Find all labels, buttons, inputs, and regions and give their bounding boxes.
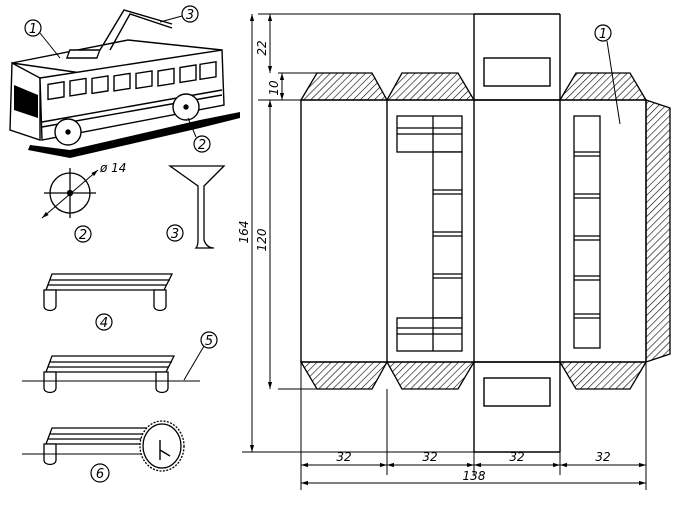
- axle-frame: [43, 273, 174, 312]
- wheel-assembly: [22, 420, 185, 472]
- dim-panel-1: 32: [336, 450, 351, 464]
- bus-wheels: [54, 93, 200, 146]
- callout-axle-rod: 5: [205, 334, 213, 349]
- dim-total-width: 138: [463, 469, 486, 483]
- dim-panel-3: 32: [509, 450, 524, 464]
- dim-body-height: 120: [255, 228, 269, 251]
- callout-bus-body: 1: [29, 22, 37, 37]
- glue-flaps: [299, 72, 671, 390]
- callout-net-body: 1: [599, 27, 607, 42]
- dimension-lines: [242, 13, 647, 490]
- callout-trolley-pole: 3: [186, 8, 194, 23]
- dim-panel-4: 32: [595, 450, 610, 464]
- dim-top-flap: 22: [255, 40, 269, 55]
- dim-glue-tab: 10: [267, 80, 281, 96]
- callout-wheel: 2: [198, 138, 206, 153]
- bus-illustration: [9, 9, 240, 158]
- net-windows: [396, 115, 601, 352]
- callout-wheel-detail: 2: [79, 228, 87, 243]
- dim-total-height: 164: [237, 221, 251, 244]
- callout-assembly: 6: [96, 467, 104, 482]
- dim-panel-2: 32: [422, 450, 437, 464]
- pole-detail: [167, 165, 226, 249]
- wheel-diameter-label: ø 14: [99, 161, 126, 175]
- trolley-pole: [65, 9, 173, 59]
- wheel-detail: [41, 168, 99, 219]
- callout-axle-frame: 4: [100, 316, 108, 331]
- axle-with-rod: [22, 355, 200, 394]
- callout-pole-detail: 3: [171, 227, 179, 242]
- bus-side-windows: [47, 60, 217, 101]
